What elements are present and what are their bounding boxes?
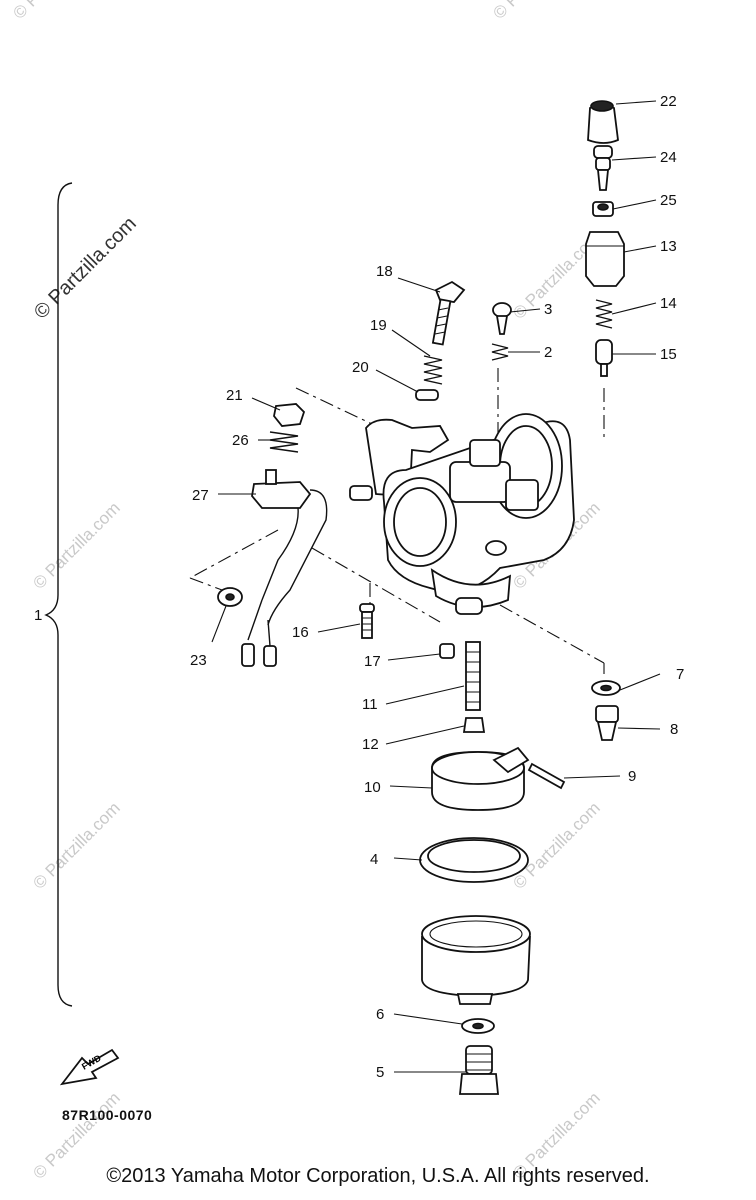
watermark: © Partzilla.com (29, 798, 123, 892)
callout-leaders (211, 100, 661, 1073)
callout-17: 17 (364, 653, 381, 670)
part-9-pin (527, 762, 566, 790)
callout-4: 4 (370, 851, 378, 868)
watermark: © Partzilla.com (29, 498, 123, 592)
part-15-plunger (595, 339, 613, 377)
part-21-nut (273, 403, 306, 427)
part-22-cap (587, 100, 619, 144)
callout-8: 8 (670, 721, 678, 738)
callout-labels: 22 24 25 13 14 15 3 2 18 19 20 21 26 27 … (34, 93, 684, 1081)
callout-12: 12 (362, 736, 379, 753)
part-8-needle-valve (595, 705, 619, 741)
part-3-pilot-screw (492, 302, 512, 335)
watermark-layer: © Partzilla.com © Partzilla.com © Partzi… (9, 0, 603, 1183)
callout-1: 1 (34, 607, 42, 624)
part-2-spring (491, 343, 509, 361)
fwd-arrow-icon: FWD (59, 1048, 120, 1086)
callout-23: 23 (190, 652, 207, 669)
watermark: © Partzilla.com (9, 0, 103, 23)
assembly-bracket (44, 182, 73, 1007)
callout-22: 22 (660, 93, 677, 110)
callout-2: 2 (544, 344, 552, 361)
callout-16: 16 (292, 624, 309, 641)
part-5-drain-plug (459, 1045, 499, 1095)
callout-5: 5 (376, 1064, 384, 1081)
part-10-float (431, 746, 530, 811)
callout-20: 20 (352, 359, 369, 376)
part-25-nut (592, 201, 614, 217)
part-24-plunger (593, 145, 613, 191)
part-7-washer (591, 680, 621, 696)
callout-18: 18 (376, 263, 393, 280)
part-23-washer (217, 587, 243, 607)
diagram-reference-code: 87R100-0070 (62, 1107, 153, 1123)
part-16-screw (359, 603, 375, 639)
part-18-screw (431, 280, 466, 346)
watermark-main: © Partzilla.com (30, 213, 141, 324)
callout-19: 19 (370, 317, 387, 334)
callout-25: 25 (660, 192, 677, 209)
part-26-spring (269, 431, 299, 453)
callout-6: 6 (376, 1006, 384, 1023)
copyright-notice: ©2013 Yamaha Motor Corporation, U.S.A. A… (106, 1165, 650, 1187)
carburetor-body (349, 413, 575, 615)
callout-21: 21 (226, 387, 243, 404)
part-19-spring (423, 355, 443, 385)
callout-10: 10 (364, 779, 381, 796)
callout-11: 11 (362, 696, 378, 713)
part-11-needle-jet (465, 641, 481, 711)
watermark: © Partzilla.com (489, 0, 583, 23)
part-6-gasket (461, 1018, 495, 1034)
callout-9: 9 (628, 768, 636, 785)
part-13-starter-nut (585, 231, 625, 287)
callout-15: 15 (660, 346, 677, 363)
callout-14: 14 (660, 295, 677, 312)
callout-24: 24 (660, 149, 677, 166)
part-4-gasket (419, 837, 529, 883)
part-20-washer (415, 389, 439, 401)
callout-7: 7 (676, 666, 684, 683)
part-27-sensor (241, 469, 328, 667)
leader-lines (189, 368, 605, 674)
callout-26: 26 (232, 432, 249, 449)
callout-3: 3 (544, 301, 552, 318)
part-14-spring (595, 299, 613, 329)
watermark: © Partzilla.com (509, 798, 603, 892)
part-17-jet (439, 643, 455, 659)
callout-27: 27 (192, 487, 209, 504)
callout-13: 13 (660, 238, 677, 255)
float-bowl (421, 915, 531, 1005)
part-12-main-jet (462, 717, 486, 733)
